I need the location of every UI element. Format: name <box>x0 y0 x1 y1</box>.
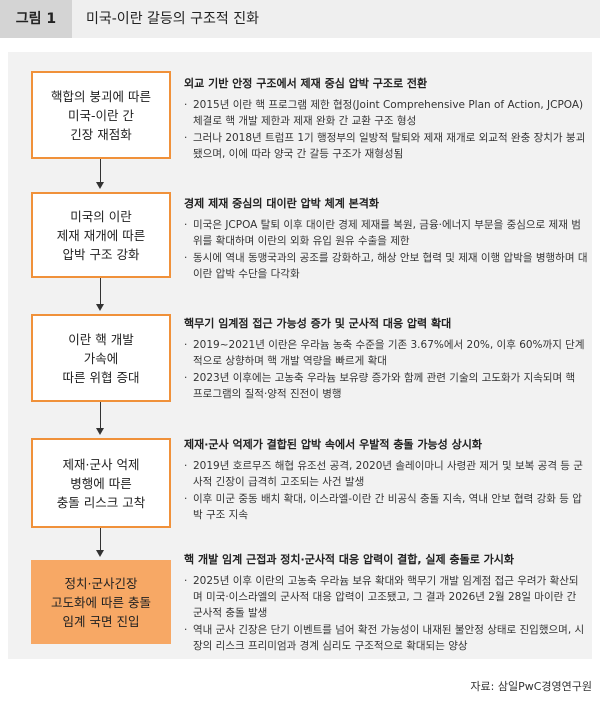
step-desc-4: 제재·군사 억제가 결합된 압박 속에서 우발적 충돌 가능성 상시화 ·201… <box>184 437 588 524</box>
step-heading: 외교 기반 안정 구조에서 제재 중심 압박 구조로 전환 <box>184 77 428 90</box>
step-bullet: ·2019년 호르무즈 해협 유조선 공격, 2020년 솔레이마니 사령관 제… <box>184 460 583 488</box>
figure-title: 미국-이란 갈등의 구조적 진화 <box>86 11 259 27</box>
step-bullet: ·미국은 JCPOA 탈퇴 이후 대이란 경제 제재를 복원, 금융·에너지 부… <box>184 219 581 247</box>
step-box-4: 제재·군사 억제 병행에 따른 충돌 리스크 고착 <box>31 438 171 528</box>
step-bullet: ·역내 군사 긴장은 단기 이벤트를 넘어 확전 가능성이 내재된 불안정 상태… <box>184 624 585 652</box>
connector-line <box>100 278 101 304</box>
step-desc-5: 핵 개발 임계 근접과 정치·군사적 대응 압력이 결합, 실제 충돌로 가시화… <box>184 552 588 655</box>
step-bullet: ·2023년 이후에는 고농축 우라늄 보유량 증가와 함께 관련 기술의 고도… <box>184 372 576 400</box>
figure-header: 그림 1 미국-이란 갈등의 구조적 진화 <box>0 0 600 38</box>
step-box-label: 정치·군사긴장 고도화에 따른 충돌 임계 국면 진입 <box>51 575 151 629</box>
step-bullet: ·2015년 이란 핵 프로그램 제한 협정(Joint Comprehensi… <box>184 99 584 127</box>
step-box-label: 핵합의 붕괴에 따른 미국-이란 간 긴장 재점화 <box>51 88 151 142</box>
connector-line <box>100 402 101 428</box>
arrow-down-icon <box>96 304 104 311</box>
figure-label: 그림 1 <box>0 0 72 38</box>
step-box-label: 제재·군사 억제 병행에 따른 충돌 리스크 고착 <box>56 456 146 510</box>
step-box-label: 이란 핵 개발 가속에 따른 위협 증대 <box>62 331 140 385</box>
connector-line <box>100 159 101 182</box>
connector-line <box>100 528 101 550</box>
step-desc-1: 외교 기반 안정 구조에서 제재 중심 압박 구조로 전환 ·2015년 이란 … <box>184 76 588 163</box>
step-heading: 핵 개발 임계 근접과 정치·군사적 대응 압력이 결합, 실제 충돌로 가시화 <box>184 553 515 566</box>
step-bullet: ·동시에 역내 동맹국과의 공조를 강화하고, 해상 안보 협력 및 제재 이행… <box>184 252 588 280</box>
step-heading: 경제 제재 중심의 대이란 압박 체계 본격화 <box>184 197 380 210</box>
step-bullet: ·2025년 이후 이란의 고농축 우라늄 보유 확대와 핵무기 개발 임계점 … <box>184 575 579 619</box>
diagram-panel: 핵합의 붕괴에 따른 미국-이란 간 긴장 재점화 외교 기반 안정 구조에서 … <box>8 52 592 659</box>
step-box-label: 미국의 이란 제재 재개에 따른 압박 구조 강화 <box>56 208 146 262</box>
step-desc-2: 경제 제재 중심의 대이란 압박 체계 본격화 ·미국은 JCPOA 탈퇴 이후… <box>184 196 588 283</box>
step-box-3: 이란 핵 개발 가속에 따른 위협 증대 <box>31 314 171 402</box>
step-heading: 제재·군사 억제가 결합된 압박 속에서 우발적 충돌 가능성 상시화 <box>184 438 482 451</box>
arrow-down-icon <box>96 182 104 189</box>
step-heading: 핵무기 임계점 접근 가능성 증가 및 군사적 대응 압력 확대 <box>184 317 452 330</box>
arrow-down-icon <box>96 428 104 435</box>
step-box-2: 미국의 이란 제재 재개에 따른 압박 구조 강화 <box>31 192 171 278</box>
step-box-5: 정치·군사긴장 고도화에 따른 충돌 임계 국면 진입 <box>31 560 171 644</box>
step-bullet: ·이후 미군 중동 배치 확대, 이스라엘-이란 간 비공식 충돌 지속, 역내… <box>184 493 582 521</box>
source-note: 자료: 삼일PwC경영연구원 <box>470 680 592 693</box>
step-bullet: ·2019~2021년 이란은 우라늄 농축 수준을 기존 3.67%에서 20… <box>184 339 585 367</box>
step-box-1: 핵합의 붕괴에 따른 미국-이란 간 긴장 재점화 <box>31 71 171 159</box>
step-desc-3: 핵무기 임계점 접근 가능성 증가 및 군사적 대응 압력 확대 ·2019~2… <box>184 316 588 403</box>
arrow-down-icon <box>96 550 104 557</box>
step-bullet: ·그러나 2018년 트럼프 1기 행정부의 일방적 탈퇴와 제재 재개로 외교… <box>184 132 586 160</box>
